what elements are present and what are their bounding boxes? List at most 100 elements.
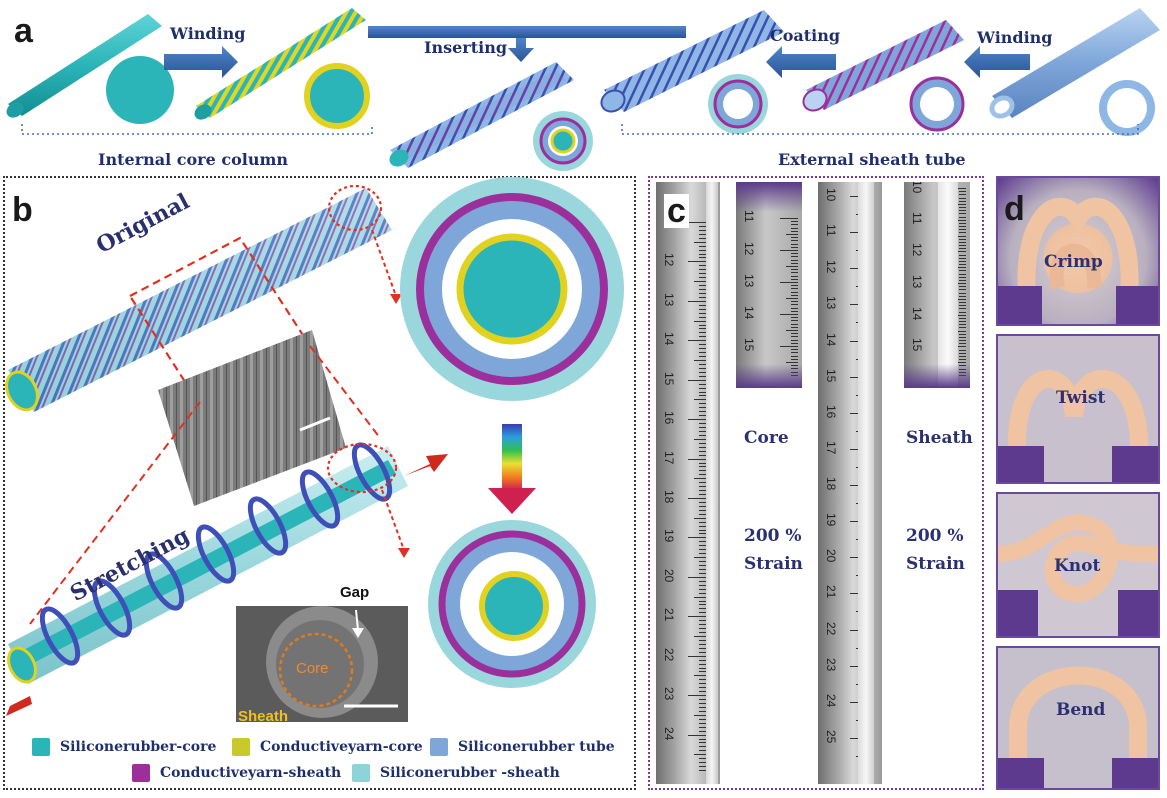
ruler-tick-mark [786,266,798,267]
ruler-tick-mark [699,592,706,594]
ruler-tick-mark [699,289,706,291]
core-rod-icon [6,14,162,118]
ruler-tick-mark [791,227,798,229]
ruler-tick-mark [699,604,706,606]
ruler-tick-mark [699,253,706,255]
ruler-tick-mark [699,639,706,641]
ruler-tick-label: 15 [910,338,924,352]
ruler-tick-mark [699,277,706,279]
photo-crimp: Crimp [996,176,1160,326]
ruler-tick-mark [699,659,706,661]
ruler-tick-mark [699,699,706,701]
ruler-tick-mark [959,308,966,310]
ruler-tick-label: 11 [824,224,838,237]
ruler-tick-label: 16 [824,404,838,419]
ruler-tick-mark [699,513,706,515]
ruler-tick-mark [959,352,966,354]
ruler-tick-mark [699,541,706,543]
ruler-tick-mark [699,285,706,287]
ruler-tick-mark [694,438,706,440]
ruler-tick-label: 21 [824,585,838,599]
ruler-tick-mark [791,269,798,271]
ruler-tick-mark [699,391,706,393]
ruler-tick-mark [791,288,798,290]
ruler-tick-label: 16 [662,411,676,425]
legend-swatch-icon [352,764,370,782]
ruler-tick-mark [699,553,706,555]
ruler-tick-mark [694,478,706,480]
ruler-tick-mark [959,200,966,202]
ruler-tick-mark [959,273,966,275]
ruler-tick-mark [780,282,798,283]
ruler-tick-label: 24 [662,726,676,740]
stretched-fiber-icon [7,442,408,684]
legend-label: Conductiveyarn-sheath [160,765,342,781]
ruler-tick-mark [688,340,706,342]
ruler-tick-mark [959,216,966,218]
ruler-tick-mark [780,314,798,315]
ruler-tick-mark [791,262,798,264]
ruler-tick-label: 15 [824,368,838,382]
ruler-tick-mark [699,328,706,330]
ruler-tick-mark [699,667,706,669]
ruler-tick-label: 22 [824,621,838,635]
photo-twist-label: Twist [1056,388,1106,408]
ruler-tick-mark [699,356,706,358]
ruler-tick-mark [959,355,966,357]
ruler-tick-mark [699,395,706,397]
ruler-tick-mark [954,330,966,332]
ruler-tick-mark [699,332,706,334]
inserting-bar [368,26,686,38]
crimp-shape-icon [998,197,1158,324]
ruler-tick-mark [699,430,706,432]
ruler-tick-mark [694,241,706,243]
ruler-tick-mark [699,233,706,235]
ruler-tick-mark [699,647,706,649]
photo-knot-label: Knot [1054,556,1101,576]
ruler-tick-mark [959,257,966,259]
arrow-inserting [508,38,534,62]
ruler-tick-mark [791,246,798,248]
panel-b-frame [3,176,636,790]
ruler-tick-label: 14 [824,332,838,346]
ruler-tick-mark [786,362,798,363]
ruler-tick-mark [959,302,966,303]
ruler-tick-mark [699,470,706,472]
ruler-tick-mark [688,419,706,421]
original-fiber-icon [5,188,392,412]
ruler-tick-mark [699,600,706,602]
ruler-tick-mark [780,346,798,347]
ruler-tick-mark [791,323,798,325]
ruler-tick-mark [694,714,706,716]
sheath-strain-value: 200 % [906,526,964,546]
sem-gap-label: Gap [340,584,370,601]
ruler-tick-mark [791,230,798,232]
step-winding-left: Winding [170,24,246,43]
ruler-tick-mark [699,525,706,527]
ruler-tick-label: 10 [910,182,924,194]
ruler-tick-mark [959,248,966,250]
ruler-tick-mark [791,259,798,261]
sem-core-label: Core [296,660,329,677]
ruler-tick-mark [791,333,798,335]
ruler-tick-mark [699,742,706,744]
ruler-tick-mark [688,537,706,539]
ruler-tick-mark [688,695,706,697]
legend-swatch-icon [32,738,50,756]
ruler-tick-mark [688,734,706,736]
ruler-tick-mark [699,296,706,298]
ruler-tick-mark [688,458,706,460]
ruler-tick-mark [694,675,706,677]
ruler-tick-mark [699,237,706,239]
ruler-tick-mark [688,222,706,223]
ruler-tick-mark [791,342,798,344]
stretch-arrow-left [6,696,32,716]
ruler-tick-mark [699,466,706,468]
ruler-tick-mark [959,222,966,224]
ruler-tick-mark [699,450,706,452]
ruler-tick-mark [699,273,706,275]
ruler-tick-label: 12 [910,243,924,257]
ruler-tick-mark [959,327,966,329]
ruler-tick-mark [699,249,706,251]
ruler-tick-label: 12 [662,253,676,267]
